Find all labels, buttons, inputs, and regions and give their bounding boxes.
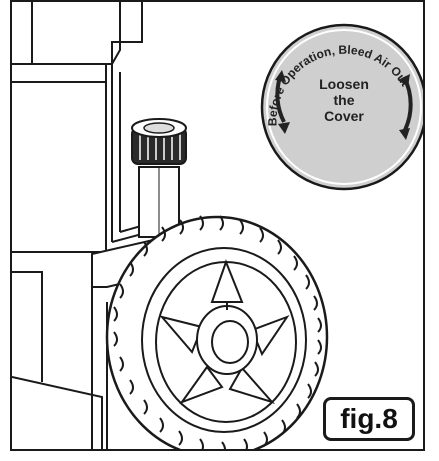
label-center-text: Loosen the Cover — [304, 76, 384, 124]
label-line-3: Cover — [324, 108, 364, 124]
label-line-1: Loosen — [319, 76, 369, 92]
left-rotate-arrow-icon — [275, 76, 286, 123]
wheel-icon — [105, 215, 329, 449]
jack-wheel-illustration: Before Operation, Bleed Air Out — [12, 2, 423, 449]
label-line-2: the — [333, 92, 355, 108]
figure-frame: Before Operation, Bleed Air Out Loosen t… — [10, 0, 425, 451]
machine-housing — [12, 2, 163, 449]
bleed-air-label-disc: Before Operation, Bleed Air Out — [260, 23, 423, 191]
right-arrowhead-icon — [398, 74, 410, 87]
left-arrowhead-icon — [275, 70, 286, 82]
oil-cap-icon — [131, 118, 187, 238]
figure-label: fig.8 — [323, 397, 415, 441]
